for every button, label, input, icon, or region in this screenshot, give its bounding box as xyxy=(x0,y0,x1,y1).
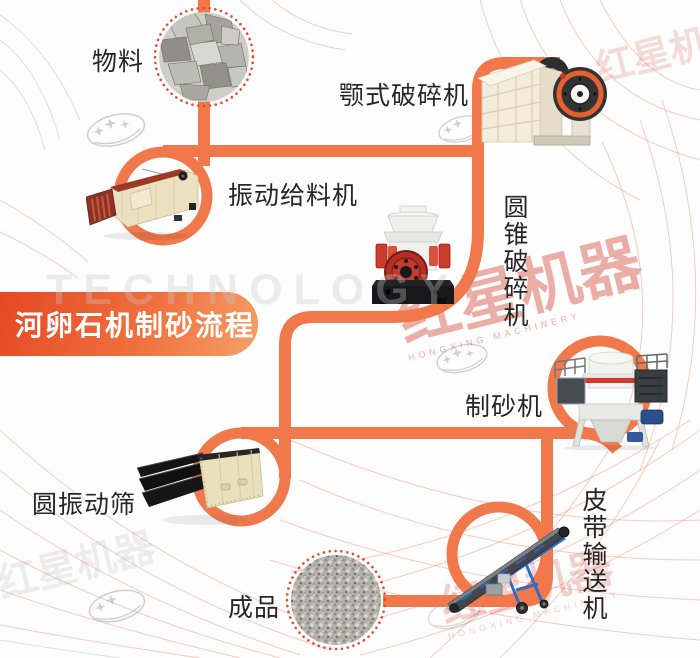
label-cone-crusher: 圆锥破碎机 xyxy=(500,194,528,329)
sand-maker-image xyxy=(554,351,668,450)
label-vibrating-screen: 圆振动筛 xyxy=(32,491,137,519)
label-belt-conveyor: 皮带输送机 xyxy=(579,487,607,622)
label-jaw-crusher: 颚式破碎机 xyxy=(339,82,470,110)
belt-conveyor-image xyxy=(447,526,570,614)
label-material: 物料 xyxy=(92,48,145,76)
star-oval-logo-watermark xyxy=(88,589,146,623)
label-sand-maker: 制砂机 xyxy=(465,393,544,421)
label-finished-product: 成品 xyxy=(228,594,281,622)
star-oval-logo-watermark xyxy=(86,113,146,147)
cone-crusher-image xyxy=(372,205,454,304)
page-title: 河卵石机制砂流程 xyxy=(15,310,256,341)
material-photo xyxy=(159,12,249,102)
product-photo xyxy=(291,555,381,645)
vibrating-feeder-image xyxy=(86,168,199,240)
technology-watermark: TECHNOLOGY xyxy=(46,266,460,314)
jaw-crusher-image xyxy=(477,57,607,146)
title-banner: 河卵石机制砂流程 xyxy=(0,292,258,356)
vibrating-screen-image xyxy=(136,448,264,525)
label-vibrating-feeder: 振动给料机 xyxy=(228,182,359,210)
star-oval-logo-watermark xyxy=(436,343,488,374)
